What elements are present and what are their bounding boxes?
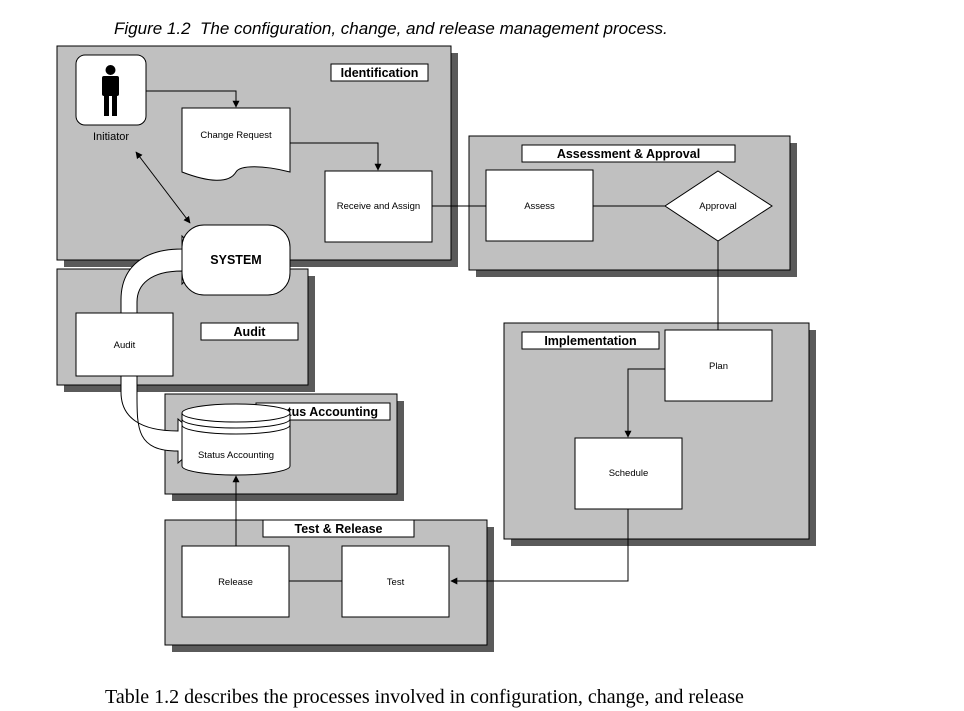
initiator-to-change-request-connector bbox=[146, 90, 240, 108]
test-label: Test bbox=[387, 577, 405, 588]
assessment-header: Assessment & Approval bbox=[521, 144, 736, 163]
figure-caption: Figure 1.2 The configuration, change, an… bbox=[114, 19, 668, 38]
audit-node: Audit bbox=[75, 312, 174, 377]
system-node: SYSTEM bbox=[181, 224, 291, 296]
status-accounting-title: Status Accounting bbox=[268, 405, 378, 419]
status-accounting-node: Status Accounting bbox=[181, 403, 291, 476]
receive-assign-label: Receive and Assign bbox=[337, 201, 420, 212]
audit-title: Audit bbox=[234, 325, 267, 339]
schedule-label: Schedule bbox=[609, 468, 649, 479]
receive-assign-node: Receive and Assign bbox=[324, 170, 433, 243]
audit-label: Audit bbox=[114, 340, 136, 351]
approval-label: Approval bbox=[699, 201, 737, 212]
initiator-system-connector bbox=[135, 151, 191, 224]
schedule-node: Schedule bbox=[574, 437, 683, 510]
initiator-node: Initiator bbox=[75, 54, 147, 143]
identification-header: Identification bbox=[330, 63, 429, 82]
change-request-to-receive-connector bbox=[290, 142, 382, 171]
initiator-label: Initiator bbox=[93, 131, 129, 143]
assess-label: Assess bbox=[524, 201, 555, 212]
plan-label: Plan bbox=[709, 361, 728, 372]
test-release-title: Test & Release bbox=[294, 522, 382, 536]
assessment-title: Assessment & Approval bbox=[557, 147, 700, 161]
change-request-label: Change Request bbox=[200, 130, 272, 141]
footer-text: Table 1.2 describes the processes involv… bbox=[105, 686, 744, 708]
test-release-header: Test & Release bbox=[262, 519, 415, 538]
release-node: Release bbox=[181, 545, 290, 618]
assess-node: Assess bbox=[485, 169, 594, 242]
implementation-header: Implementation bbox=[521, 331, 660, 350]
identification-title: Identification bbox=[341, 66, 419, 80]
plan-node: Plan bbox=[664, 329, 773, 402]
test-node: Test bbox=[341, 545, 450, 618]
person-icon bbox=[102, 65, 119, 116]
implementation-title: Implementation bbox=[544, 334, 636, 348]
release-label: Release bbox=[218, 577, 253, 588]
system-label: SYSTEM bbox=[210, 253, 261, 267]
audit-header: Audit bbox=[200, 322, 299, 341]
schedule-to-test-connector bbox=[450, 509, 629, 585]
status-accounting-label: Status Accounting bbox=[198, 450, 274, 461]
plan-to-schedule-connector bbox=[624, 368, 665, 438]
change-request-node: Change Request bbox=[181, 107, 291, 181]
